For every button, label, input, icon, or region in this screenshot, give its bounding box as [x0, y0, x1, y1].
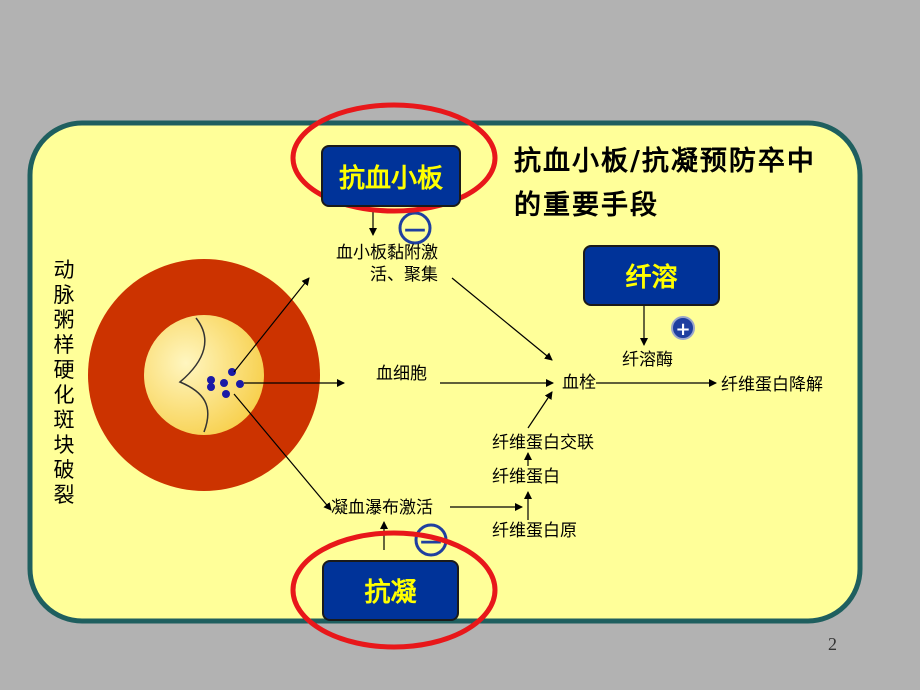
arrow-crosslink-to-thrombus [527, 391, 553, 429]
node-blood-cells: 血细胞 [376, 364, 427, 384]
inhibit-sign-anticoag-glyph: — [420, 529, 442, 554]
anticoag-box: 抗凝 [322, 560, 459, 621]
node-plasmin: 纤溶酶 [622, 350, 673, 370]
promote-sign-fibrinolysis [671, 316, 695, 340]
node-fibrinogen: 纤维蛋白原 [492, 521, 577, 541]
arrow-to-coag [233, 393, 332, 511]
inhibit-sign-antiplatelet-glyph: — [404, 217, 426, 242]
slide-heading: 抗血小板/抗凝预防卒中的重要手段 [514, 146, 816, 221]
node-thrombus: 血栓 [562, 373, 596, 393]
arrow-to-platelet [233, 277, 310, 373]
artery-lumen [144, 315, 264, 435]
node-fibrin: 纤维蛋白 [492, 467, 560, 487]
inhibit-sign-antiplatelet [398, 211, 432, 245]
plaque-rupture [178, 317, 209, 433]
highlight-ring-anticoag [290, 530, 498, 650]
fibrinolysis-box: 纤溶 [583, 245, 720, 306]
side-label-plaque-rupture: 动脉粥样硬化斑块破裂 [53, 258, 75, 507]
promote-sign-fibrinolysis-glyph: + [675, 319, 690, 340]
node-fibrin-crosslink: 纤维蛋白交联 [492, 433, 594, 453]
antiplatelet-box: 抗血小板 [321, 145, 461, 207]
node-coag-cascade: 凝血瀑布激活 [331, 498, 433, 518]
node-platelet-adhesion: 血小板黏附激 活、聚集 [336, 243, 438, 285]
highlight-ring-antiplatelet [290, 102, 498, 214]
arrow-platelet-to-thrombus [451, 277, 553, 361]
node-fibrin-degradation: 纤维蛋白降解 [721, 375, 823, 395]
page-number: 2 [828, 634, 837, 654]
blood-particles [207, 368, 244, 398]
